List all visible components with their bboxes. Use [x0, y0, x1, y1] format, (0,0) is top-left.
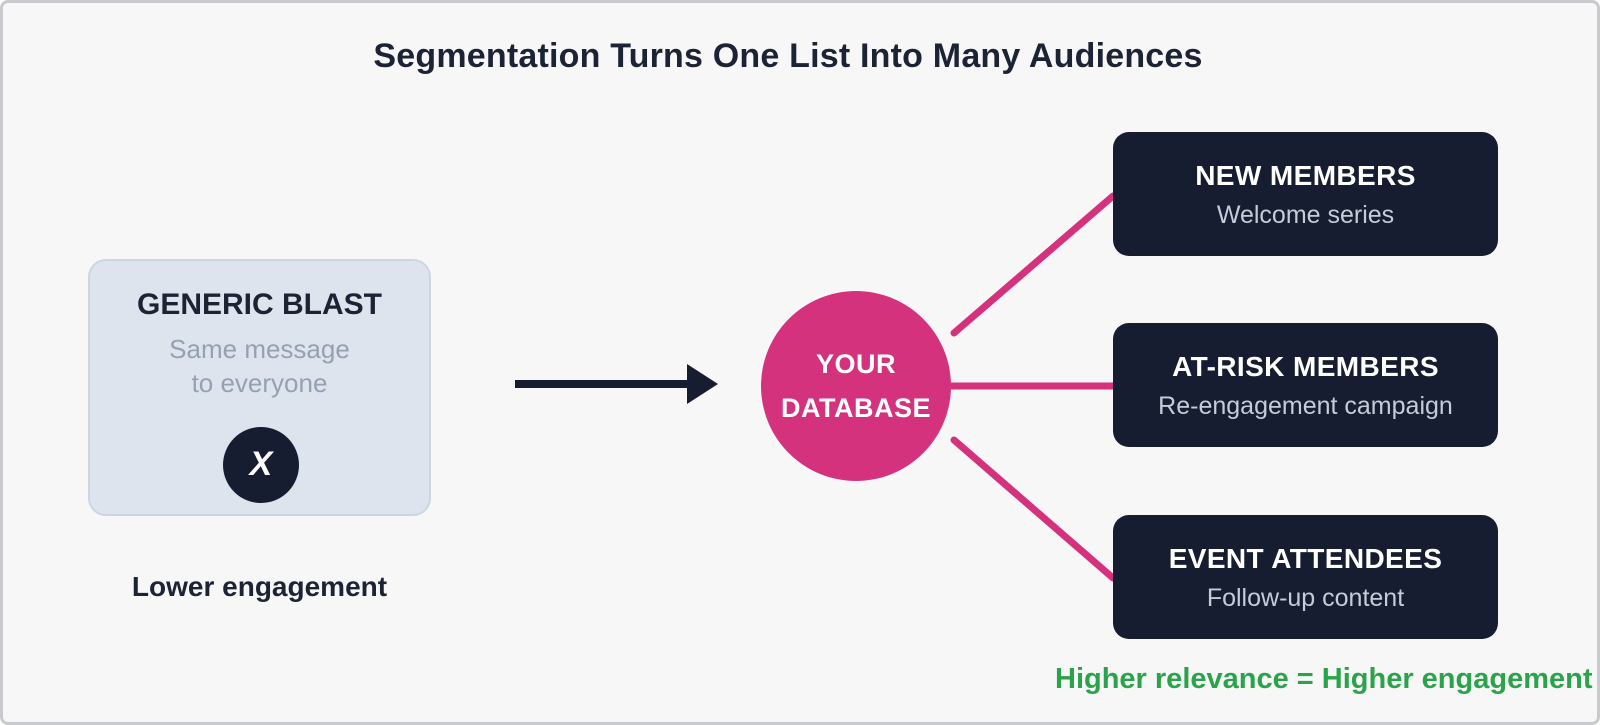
flow-arrow-head [687, 364, 718, 404]
generic-blast-subtitle-line2: to everyone [191, 368, 328, 398]
segment-title: AT-RISK MEMBERS [1172, 350, 1439, 382]
connector-event-attendees [950, 436, 1117, 582]
x-glyph: X [249, 444, 273, 483]
segment-card-new-members: NEW MEMBERS Welcome series [1113, 132, 1498, 256]
segment-title: NEW MEMBERS [1195, 159, 1416, 191]
higher-relevance-note: Higher relevance = Higher engagement [1055, 663, 1593, 695]
segment-card-event-attendees: EVENT ATTENDEES Follow-up content [1113, 515, 1498, 639]
segment-subtitle: Re-engagement campaign [1158, 391, 1453, 420]
generic-blast-subtitle: Same message to everyone [169, 332, 350, 400]
generic-blast-card: GENERIC BLAST Same message to everyone X [88, 259, 431, 516]
your-database-node: YOUR DATABASE [761, 291, 951, 481]
page-title: Segmentation Turns One List Into Many Au… [373, 37, 1203, 75]
connector-new-members [950, 192, 1117, 337]
segment-card-at-risk-members: AT-RISK MEMBERS Re-engagement campaign [1113, 323, 1498, 447]
segment-subtitle: Welcome series [1216, 200, 1395, 229]
generic-blast-heading: GENERIC BLAST [136, 288, 382, 321]
lower-engagement-caption: Lower engagement [131, 571, 388, 602]
database-label-line1: YOUR [815, 349, 896, 379]
segment-title: EVENT ATTENDEES [1168, 542, 1443, 574]
database-label-line2: DATABASE [781, 393, 931, 423]
segment-subtitle: Follow-up content [1206, 583, 1405, 612]
generic-blast-subtitle-line1: Same message [169, 334, 350, 364]
x-mark-icon: X [223, 427, 299, 503]
